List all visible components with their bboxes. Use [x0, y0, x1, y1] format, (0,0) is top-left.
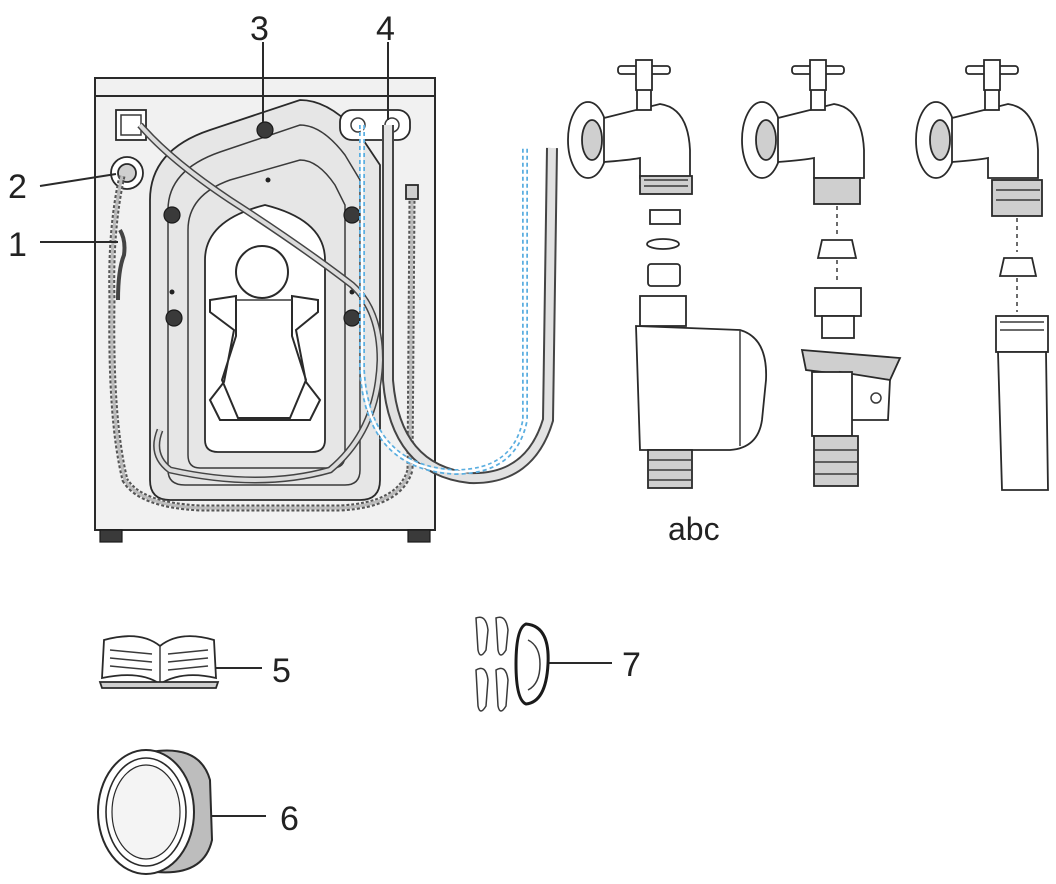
connector-options-caption: abc	[668, 511, 720, 547]
hose-connector-icon	[995, 257, 1049, 491]
water-tap-icon	[567, 59, 693, 195]
washing-machine-back-icon	[94, 77, 558, 543]
callout-7: 7	[622, 646, 641, 684]
manual-book-icon	[98, 635, 220, 689]
water-tap-icon	[741, 59, 865, 236]
callout-1: 1	[8, 226, 27, 264]
callout-6: 6	[280, 800, 299, 838]
callout-5: 5	[272, 652, 291, 690]
callout-3: 3	[250, 10, 269, 48]
callout-4: 4	[376, 10, 395, 48]
hose-connector-icon	[635, 209, 767, 489]
cap-ring-icon	[97, 749, 214, 875]
water-tap-icon	[915, 59, 1043, 252]
plug-set-icon	[475, 616, 550, 712]
callout-2: 2	[8, 168, 27, 206]
hose-connector-icon	[800, 239, 902, 487]
